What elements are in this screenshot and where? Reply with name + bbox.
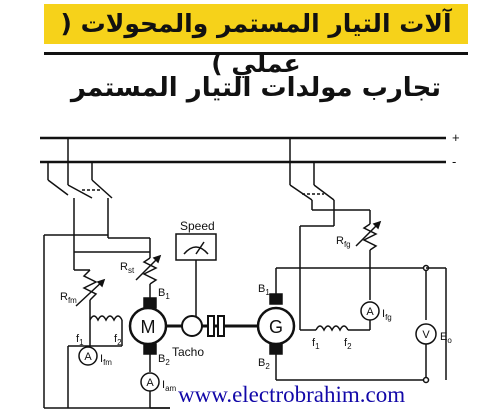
speed-label: Speed — [180, 219, 215, 233]
tacho-generator — [181, 315, 203, 337]
generator-brush-b1 — [269, 293, 283, 305]
motor-f2-label: f — [114, 333, 118, 345]
header-band — [44, 4, 468, 44]
svg-text:f1: f1 — [312, 337, 320, 351]
header-divider — [44, 52, 468, 55]
motor-switch-blade-2 — [91, 179, 113, 199]
generator-switch-blade-1 — [289, 184, 313, 201]
motor-b1-sub: 1 — [165, 292, 170, 301]
generator-label: G — [269, 317, 283, 337]
terminal-bottom — [422, 376, 430, 384]
e-o-label: E — [440, 331, 447, 343]
r-fg-sub: fg — [344, 240, 351, 249]
svg-text:Ifg: Ifg — [382, 308, 392, 322]
motor-f1-sub: 1 — [79, 338, 84, 347]
motor-switch-blade-1 — [67, 184, 93, 199]
motor-field-winding — [89, 315, 123, 322]
motor-f2-sub: 2 — [117, 338, 122, 347]
motor-label: M — [141, 317, 156, 337]
motor-brush-b1 — [143, 297, 157, 309]
i-fm-sub: fm — [103, 358, 112, 367]
tacho-label: Tacho — [172, 345, 204, 359]
svg-text:B1: B1 — [258, 283, 270, 297]
page-title: آلات التيار المستمر والمحولات ( عملي ) — [60, 9, 452, 78]
svg-text:Rfg: Rfg — [336, 235, 351, 249]
svg-text:Ifm: Ifm — [100, 353, 112, 367]
motor-b2-label: B — [158, 353, 165, 365]
i-fg-sub: fg — [385, 313, 392, 322]
svg-text:Iam: Iam — [162, 379, 177, 393]
gen-f1-label: f — [312, 337, 316, 349]
r-fm-label: R — [60, 291, 68, 303]
page-subtitle: تجارب مولدات التيار المستمر — [70, 73, 442, 103]
svg-text:Rst: Rst — [120, 261, 135, 275]
svg-text:Rfm: Rfm — [60, 291, 77, 305]
armature-ammeter-symbol: A — [146, 377, 154, 389]
generator-field-winding — [315, 325, 349, 332]
motor-b1-label: B — [158, 287, 165, 299]
motor-brush-b2 — [143, 343, 157, 355]
gen-b2-sub: 2 — [265, 362, 270, 371]
field-ammeter-symbol: A — [84, 351, 92, 363]
i-am-sub: am — [165, 384, 176, 393]
svg-text:B2: B2 — [258, 357, 270, 371]
motor-b2-sub: 2 — [165, 358, 170, 367]
r-st-resistor — [142, 257, 158, 285]
gen-b2-label: B — [258, 357, 265, 369]
svg-text:B2: B2 — [158, 353, 170, 367]
gen-f2-label: f — [344, 337, 348, 349]
r-fg-resistor — [362, 223, 378, 251]
r-fm-resistor — [82, 269, 98, 301]
field-ammeter — [78, 346, 98, 366]
generator-switch-blade-2 — [313, 184, 335, 201]
coupling-right — [217, 315, 225, 337]
svg-text:f2: f2 — [344, 337, 352, 351]
r-fg-label: R — [336, 235, 344, 247]
gen-b1-label: B — [258, 283, 265, 295]
negative-label: - — [452, 154, 456, 169]
voltmeter-symbol: V — [422, 329, 430, 341]
motor-f1-label: f — [76, 333, 80, 345]
svg-text:Eo: Eo — [440, 331, 452, 345]
svg-text:B1: B1 — [158, 287, 170, 301]
coupling-left — [207, 315, 215, 337]
positive-label: + — [452, 130, 460, 145]
r-st-sub: st — [128, 266, 135, 275]
gen-f2-sub: 2 — [347, 342, 352, 351]
generator-brush-b2 — [269, 343, 283, 355]
i-am-label: I — [162, 379, 165, 391]
i-fm-label: I — [100, 353, 103, 365]
svg-text:f1: f1 — [76, 333, 84, 347]
gen-field-ammeter-symbol: A — [366, 306, 374, 318]
svg-text:f2: f2 — [114, 333, 122, 347]
e-o-sub: o — [447, 336, 452, 345]
site-watermark: www.electrobrahim.com — [178, 382, 406, 407]
r-fm-sub: fm — [68, 296, 77, 305]
r-st-label: R — [120, 261, 128, 273]
i-fg-label: I — [382, 308, 385, 320]
gen-b1-sub: 1 — [265, 288, 270, 297]
gen-f1-sub: 1 — [315, 342, 320, 351]
